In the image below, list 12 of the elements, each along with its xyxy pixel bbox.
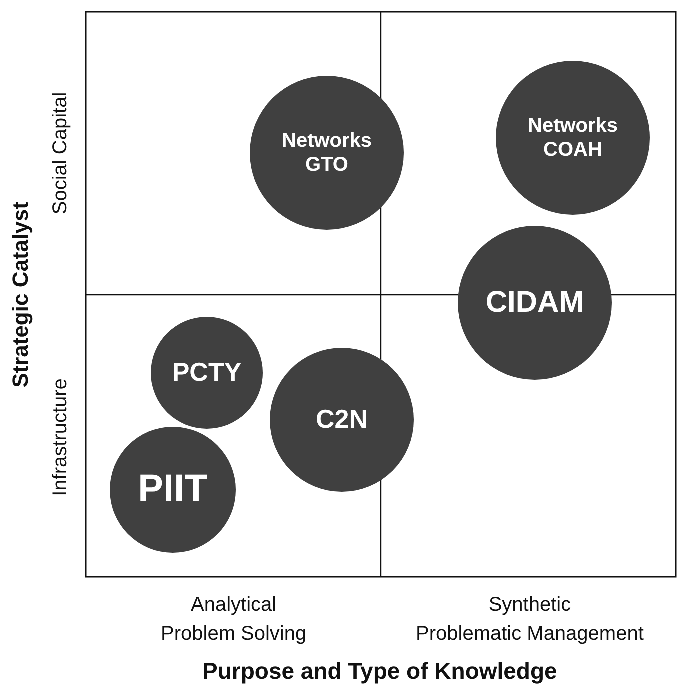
axis-category-label: Analytical Problem Solving — [161, 593, 307, 647]
axis-title: Purpose and Type of Knowledge — [202, 658, 558, 684]
node-label: PCTY — [172, 357, 242, 389]
node-label: Networks COAH — [528, 114, 618, 162]
node-label: PIIT — [138, 467, 208, 512]
axis-category-label: Infrastructure — [49, 378, 72, 496]
node-label: Networks GTO — [282, 129, 372, 177]
node-label: C2N — [316, 404, 368, 436]
axis-category-label: Synthetic Problematic Management — [416, 593, 644, 647]
axis-title: Strategic Catalyst — [8, 202, 34, 388]
node-label: CIDAM — [486, 285, 584, 321]
axis-category-label: Social Capital — [50, 92, 73, 214]
